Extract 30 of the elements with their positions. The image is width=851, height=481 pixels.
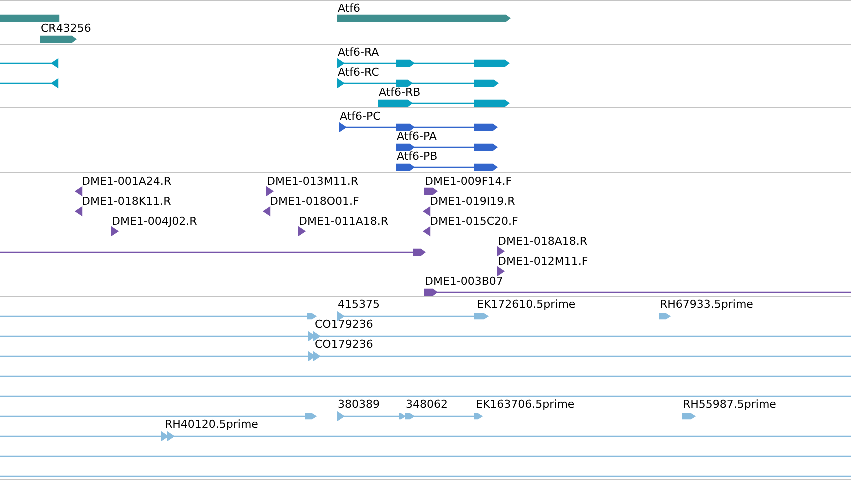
feature-label: DME1-018A18.R bbox=[498, 235, 588, 248]
feature-label: RH40120.5prime bbox=[165, 418, 258, 431]
feature-label: Atf6-RB bbox=[379, 86, 421, 99]
feature-label: CR43256 bbox=[41, 22, 92, 35]
feature-label: 348062 bbox=[406, 398, 448, 411]
feature-label: Atf6-PA bbox=[397, 130, 437, 143]
feature-label: CO179236 bbox=[315, 338, 374, 351]
feature-label: DME1-004J02.R bbox=[112, 215, 198, 228]
feature-label: Atf6-PC bbox=[340, 110, 381, 123]
feature-label: EK172610.5prime bbox=[477, 298, 576, 311]
feature-label: DME1-011A18.R bbox=[299, 215, 389, 228]
feature-label: Atf6-RA bbox=[338, 46, 380, 59]
feature-label: EK163706.5prime bbox=[476, 398, 575, 411]
feature-label: Atf6-RC bbox=[338, 66, 380, 79]
feature-label: DME1-015C20.F bbox=[430, 215, 518, 228]
feature-label: DME1-012M11.F bbox=[498, 255, 588, 268]
feature-label: DME1-013M11.R bbox=[267, 175, 359, 188]
feature-label: DME1-018O01.F bbox=[270, 195, 360, 208]
feature-label: DME1-001A24.R bbox=[82, 175, 172, 188]
feature-label: 380389 bbox=[338, 398, 380, 411]
feature-label: Atf6-PB bbox=[397, 150, 438, 163]
feature-label: RH55987.5prime bbox=[683, 398, 776, 411]
feature-label: DME1-019I19.R bbox=[430, 195, 516, 208]
feature-label: RH67933.5prime bbox=[660, 298, 754, 311]
feature-label: DME1-018K11.R bbox=[82, 195, 172, 208]
feature-label: Atf6 bbox=[338, 2, 361, 15]
feature-label: CO179236 bbox=[315, 318, 374, 331]
feature-label: DME1-009F14.F bbox=[425, 175, 512, 188]
feature-label: DME1-003B07 bbox=[425, 275, 504, 288]
feature-label: 415375 bbox=[338, 298, 380, 311]
